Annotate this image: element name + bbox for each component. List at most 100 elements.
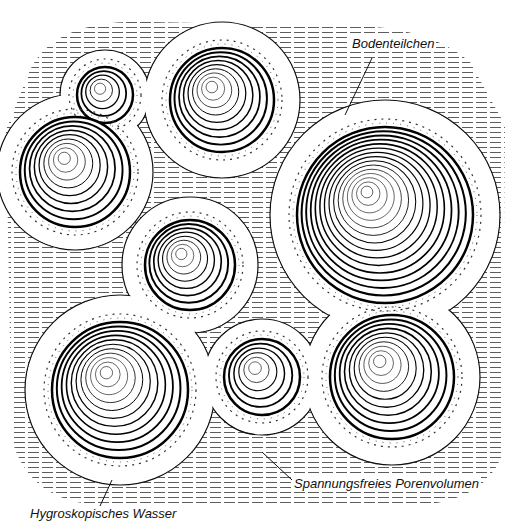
particle-ring xyxy=(334,161,416,243)
particle-ring xyxy=(100,367,112,379)
particle-ring xyxy=(76,344,150,418)
soil-particle xyxy=(330,315,454,439)
particle-ring xyxy=(30,126,116,212)
hygroscopic-water xyxy=(326,311,458,443)
particle-ring xyxy=(369,351,394,376)
particle-ring xyxy=(91,358,128,395)
particle-ring xyxy=(188,65,246,123)
particle-ring xyxy=(184,60,253,129)
particle-ring xyxy=(171,244,194,266)
water-film xyxy=(270,100,500,330)
water-film xyxy=(144,22,300,178)
particle-ring xyxy=(315,144,444,273)
particle-ring xyxy=(90,79,112,101)
particle-ring xyxy=(34,130,107,203)
particle-ring xyxy=(71,340,158,427)
soil-particle xyxy=(297,127,473,303)
particle-ring xyxy=(25,121,123,219)
leader-line xyxy=(345,58,372,115)
particle-ring xyxy=(306,135,459,288)
particle-ring xyxy=(249,362,262,375)
particle-ring xyxy=(320,148,437,265)
particle-ring xyxy=(149,224,228,303)
particle-ring xyxy=(356,182,379,205)
particle-ring xyxy=(193,69,239,115)
particle-ring xyxy=(338,165,408,235)
particle-ring xyxy=(234,348,285,399)
particle-ring xyxy=(167,240,201,274)
particle-ring xyxy=(374,355,386,367)
particle-ring xyxy=(340,324,439,423)
particle-ring xyxy=(229,344,292,407)
pore-water-region xyxy=(6,22,505,505)
particle-ring xyxy=(86,353,135,402)
water-film-fill xyxy=(305,290,479,464)
label-text: Hygroskopisches Wasser xyxy=(28,506,178,522)
soil-particle xyxy=(170,48,274,152)
particle-ring xyxy=(364,346,401,383)
particle-ring xyxy=(302,131,466,295)
particle-ring xyxy=(49,143,86,180)
particle-ring xyxy=(352,178,387,213)
hygroscopic-water xyxy=(289,119,481,311)
particle-ring xyxy=(311,140,452,281)
particles xyxy=(0,22,500,485)
particle-ring xyxy=(154,228,222,296)
particle-ring xyxy=(158,232,214,288)
particle-ring xyxy=(62,331,173,442)
label-text: Bodenteilchen xyxy=(350,36,436,52)
particle-ring xyxy=(335,319,447,431)
particle-ring xyxy=(66,335,165,434)
leader-line xyxy=(100,480,112,506)
particle-ring xyxy=(94,83,105,94)
particle-ring xyxy=(57,326,181,450)
soil-particle xyxy=(224,339,300,415)
hygroscopic-water xyxy=(141,216,239,314)
particle-ring xyxy=(86,75,120,109)
particle-ring xyxy=(359,342,409,392)
hygroscopic-water xyxy=(44,314,196,466)
hygroscopic-water xyxy=(220,335,304,419)
water-film-fill xyxy=(26,296,214,484)
soil-particle xyxy=(145,220,235,310)
particle-ring xyxy=(206,81,218,93)
particle-ring xyxy=(329,157,423,251)
hygroscopic-water xyxy=(137,212,243,318)
hygroscopic-water xyxy=(293,123,477,307)
leader-line xyxy=(262,452,292,480)
hygroscopic-water xyxy=(322,307,462,447)
hygroscopic-water xyxy=(48,318,192,462)
particle-ring xyxy=(179,56,260,137)
particle-ring xyxy=(44,139,93,188)
water-film xyxy=(204,319,320,435)
particle-ring xyxy=(197,73,232,108)
particle-ring xyxy=(354,337,416,399)
hygroscopic-water xyxy=(162,40,282,160)
particle-ring xyxy=(324,152,430,258)
water-film xyxy=(304,289,480,465)
hygroscopic-water xyxy=(16,113,134,231)
particle-ring xyxy=(81,71,126,116)
soil-particle xyxy=(77,67,133,123)
particle-ring xyxy=(239,353,277,391)
hygroscopic-water xyxy=(12,109,138,235)
soil-particle xyxy=(20,117,130,227)
water-film-fill xyxy=(271,101,499,329)
particle-ring xyxy=(343,169,402,228)
particle-ring xyxy=(244,357,269,382)
particle-ring xyxy=(176,248,187,259)
particle-ring xyxy=(347,173,394,220)
water-film-fill xyxy=(0,95,152,249)
particle-ring xyxy=(53,148,77,172)
hygroscopic-water xyxy=(216,331,308,423)
water-film-fill xyxy=(205,320,319,434)
particle-ring xyxy=(81,349,143,411)
particle-ring xyxy=(345,328,432,415)
particle-ring xyxy=(349,333,423,407)
hygroscopic-water xyxy=(166,44,278,156)
water-film-fill xyxy=(145,23,299,177)
label-text: Spannungsfreies Porenvolumen xyxy=(292,476,481,492)
particle-ring xyxy=(202,77,225,100)
